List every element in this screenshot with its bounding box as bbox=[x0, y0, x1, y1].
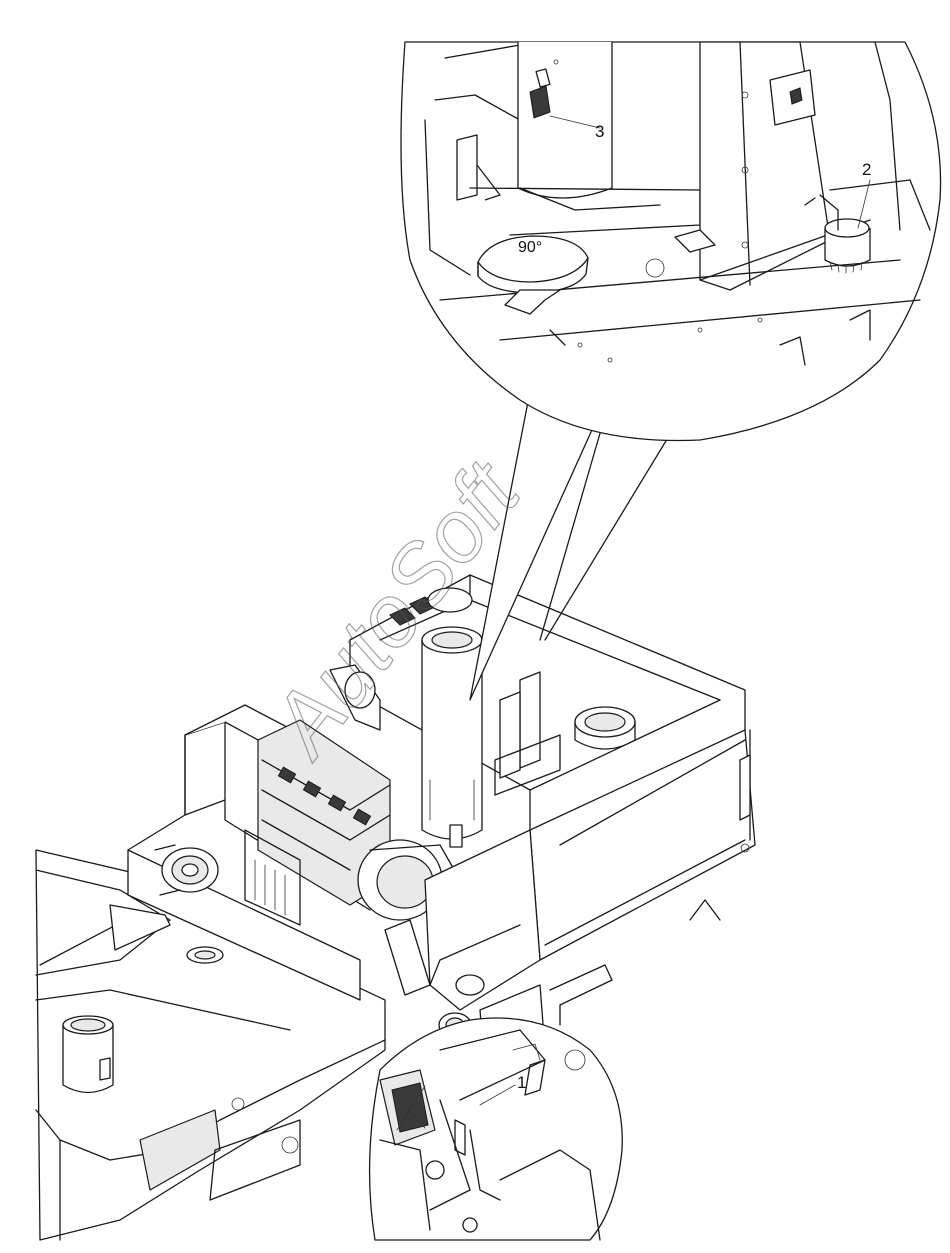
callout-3: 3 bbox=[549, 115, 604, 141]
top-detail-view bbox=[400, 41, 942, 701]
rotation-angle-label: 90° bbox=[518, 239, 542, 256]
callout-2: 2 bbox=[857, 160, 871, 229]
callout-label-3: 3 bbox=[595, 122, 604, 141]
engine-block bbox=[154, 719, 461, 926]
exhaust-column bbox=[421, 626, 483, 848]
nozzle-part bbox=[529, 59, 559, 119]
bottom-detail-view bbox=[368, 1017, 623, 1241]
machine-body bbox=[35, 574, 756, 1241]
callout-label-1: 1 bbox=[517, 1073, 526, 1092]
callout-label-2: 2 bbox=[862, 160, 871, 179]
callout-1: 1 bbox=[479, 1073, 526, 1106]
rotation-arrow-icon bbox=[477, 235, 589, 315]
round-cap-part bbox=[804, 194, 871, 274]
